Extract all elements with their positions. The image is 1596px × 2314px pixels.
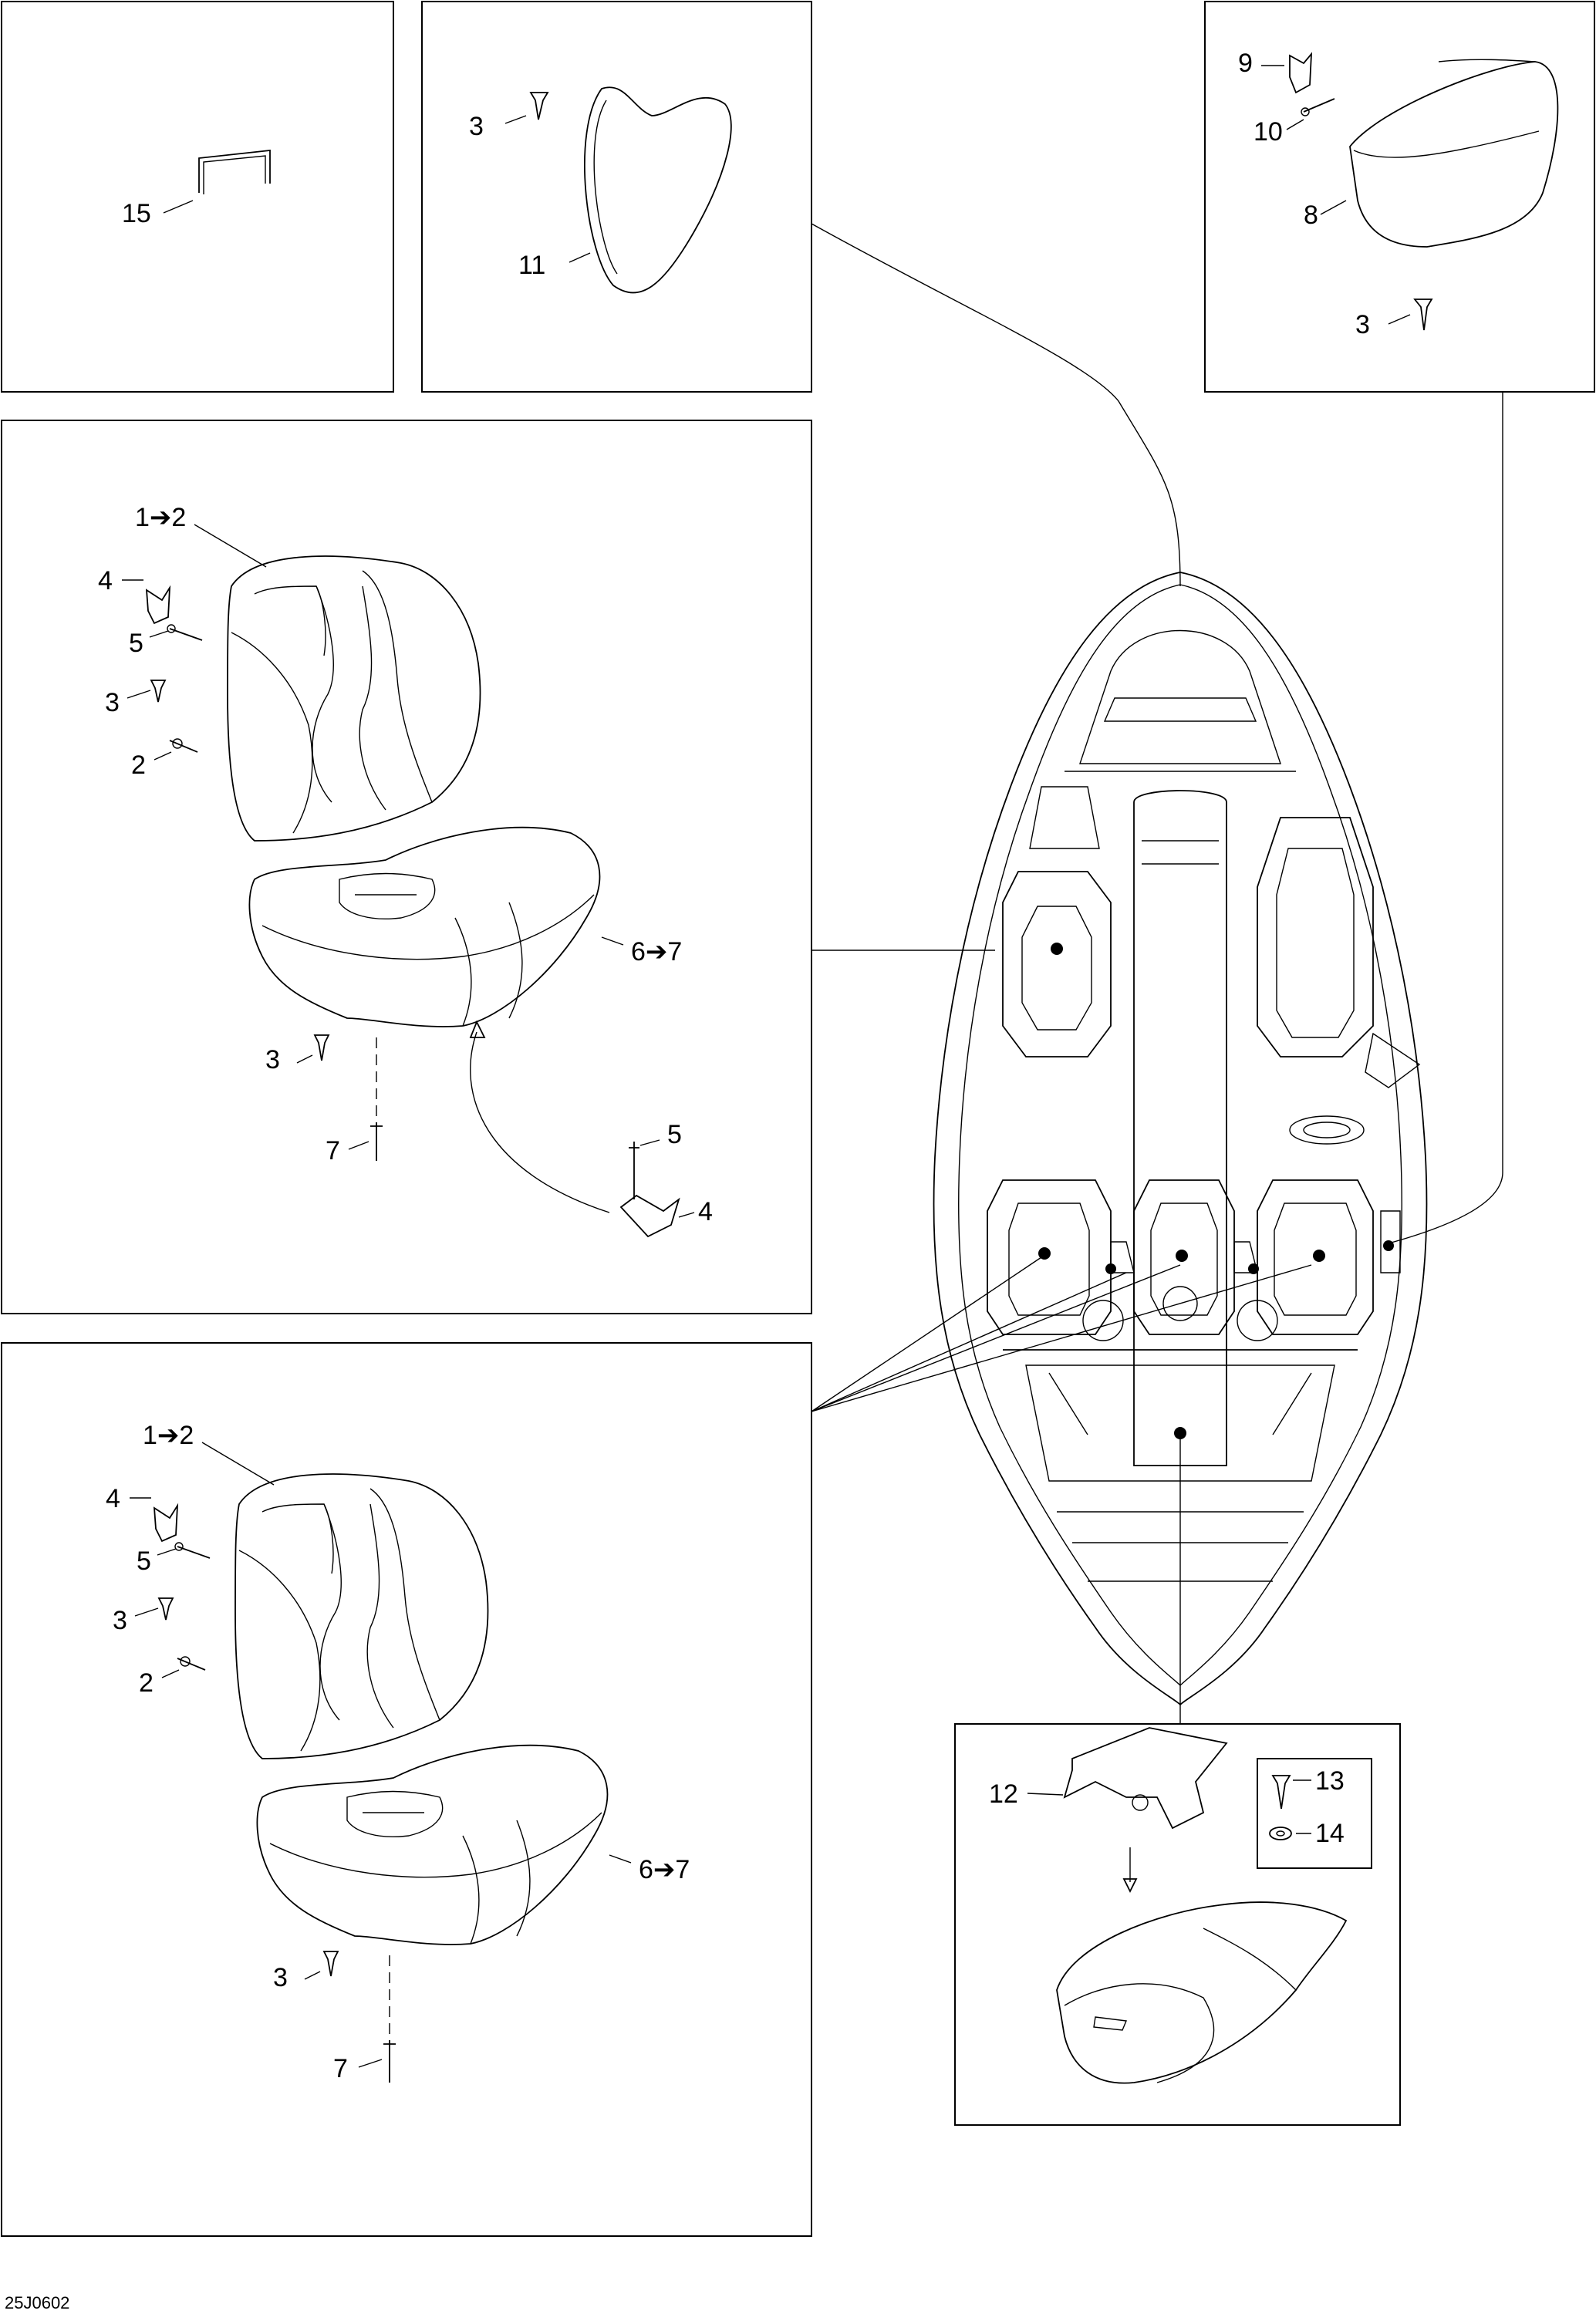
hull-marker-rear-seat-middle [1176, 1250, 1188, 1262]
frame-seat-upper [1, 420, 812, 1314]
callout-3-top-right: 3 [1355, 310, 1370, 339]
sunpad-cushion [1056, 1847, 1348, 2084]
callout-5-upper: 5 [129, 629, 143, 658]
callout-7-upper: 7 [326, 1136, 340, 1165]
callout-6-7-upper: 6➔7 [631, 937, 682, 966]
callout-5b-upper: 5 [667, 1120, 682, 1149]
callout-7-lower: 7 [333, 2054, 348, 2083]
hull-marker-pad-left [1105, 1263, 1116, 1274]
part-8-seat-top [1320, 59, 1559, 248]
leader-lines [811, 223, 1503, 1724]
leader-3-upper [127, 690, 151, 699]
callout-5-lower: 5 [137, 1547, 151, 1576]
part-14-washer [1269, 1827, 1311, 1840]
frame-top-right [1204, 1, 1595, 393]
part-9-bracket [1261, 52, 1313, 94]
part-3-screw-top-middle [504, 92, 549, 124]
callout-3-upper: 3 [105, 688, 120, 717]
callout-12: 12 [989, 1779, 1018, 1809]
callout-8: 8 [1304, 201, 1318, 230]
leader-5-upper [149, 630, 169, 638]
callout-3-top-middle: 3 [469, 112, 484, 141]
callout-4-upper: 4 [98, 566, 113, 595]
leader-2-lower [161, 1669, 180, 1678]
leader-3-lower [134, 1607, 159, 1617]
callout-9: 9 [1238, 49, 1253, 78]
callout-10: 10 [1254, 117, 1283, 147]
callout-11: 11 [518, 251, 545, 280]
frame-fastener-inset [1257, 1758, 1372, 1869]
part-13-screw [1271, 1775, 1311, 1810]
hull-marker-rear-seat-right [1313, 1250, 1325, 1262]
leader-6-7-lower [609, 1854, 632, 1864]
part-10-bolt [1286, 98, 1335, 130]
part-12-mounting-plate [1027, 1727, 1228, 1830]
hull-marker-rear-seat-left [1038, 1247, 1051, 1260]
hull-marker-swim-platform [1174, 1427, 1186, 1439]
part-11-headrest [569, 86, 732, 294]
hull-marker-pad-right [1248, 1263, 1259, 1274]
callout-15: 15 [122, 199, 151, 228]
hull-marker-helm-seat [1051, 943, 1063, 955]
seat-assembly-upper [122, 524, 695, 1238]
leader-5-lower [157, 1548, 177, 1556]
callout-4-lower: 4 [106, 1484, 120, 1513]
seat-assembly-lower [130, 1442, 632, 2083]
leader-6-7-upper [601, 936, 624, 946]
callout-1-2-upper: 1➔2 [135, 503, 186, 532]
callout-4b-upper: 4 [698, 1197, 713, 1226]
part-3-screw-top-right [1388, 299, 1433, 331]
callout-13: 13 [1315, 1766, 1345, 1796]
figure-code: 25J0602 [5, 2293, 69, 2312]
leader-2-upper [154, 751, 172, 761]
callout-14: 14 [1315, 1819, 1345, 1848]
callout-6-7-lower: 6➔7 [639, 1855, 690, 1884]
frame-seat-lower [1, 1342, 812, 2237]
callout-3b-upper: 3 [265, 1045, 280, 1074]
callout-3-lower: 3 [113, 1606, 127, 1635]
frame-cushion [954, 1723, 1401, 2126]
callout-2-lower: 2 [139, 1668, 154, 1698]
callout-1-2-lower: 1➔2 [143, 1421, 194, 1450]
leader-1-2-upper [194, 524, 267, 568]
callout-2-upper: 2 [131, 751, 146, 780]
leader-1-2-lower [201, 1442, 275, 1486]
frame-top-left [1, 1, 394, 393]
boat-hull-top-view [933, 572, 1428, 1706]
frame-top-middle [421, 1, 812, 393]
part-15-clip [163, 149, 271, 214]
callout-3b-lower: 3 [273, 1963, 288, 1992]
